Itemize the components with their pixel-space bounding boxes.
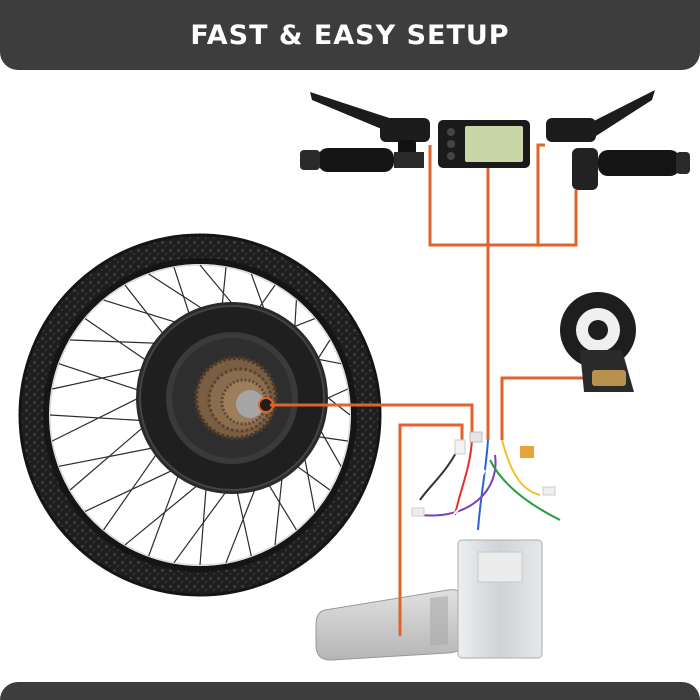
display-icon [438,120,530,168]
battery-icon [315,589,467,661]
wiring [270,143,595,636]
display-screen [465,126,523,162]
left-grip [318,148,394,172]
page-title: FAST & EASY SETUP [190,19,510,51]
rim [43,258,357,572]
tire [19,234,381,596]
right-grip [598,150,680,176]
gear-icon [194,356,278,440]
controller-icon [411,431,561,659]
throttle-icon [572,148,598,190]
brake-lever-icon [300,92,430,172]
brake-lever-icon [546,90,690,176]
header-banner: FAST & EASY SETUP [0,0,700,70]
pas-sensor-icon [560,292,636,392]
footer-bar [0,682,700,700]
